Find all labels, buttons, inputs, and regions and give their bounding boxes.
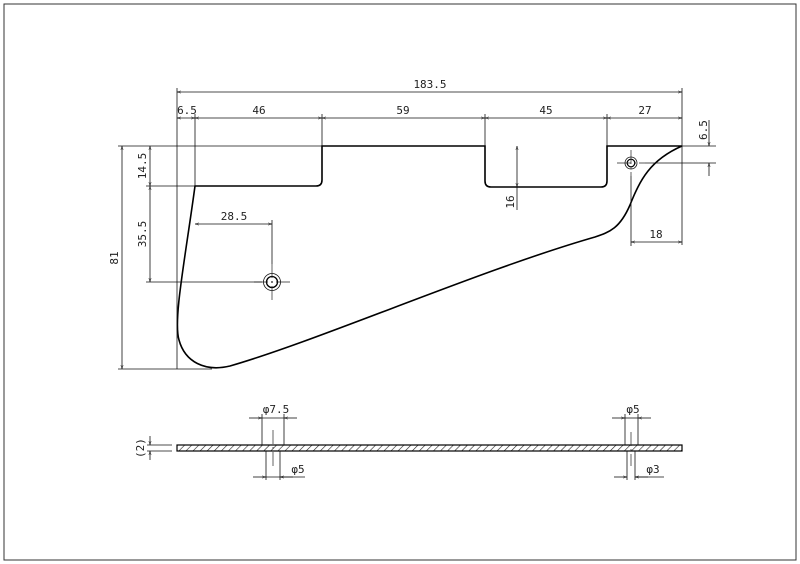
dim-right-hole: φ3 [646,463,659,476]
dim-segment-3: 59 [396,104,409,117]
dim-segment-5: 27 [638,104,651,117]
section-strip [176,444,683,452]
dim-left-hole-horizontal: 28.5 [221,210,248,223]
dim-segment-2: 46 [252,104,265,117]
top-dimensions: 183.5 6.5 46 59 45 27 [176,78,683,369]
right-mounting-hole [617,150,645,176]
dim-left-hole: φ5 [291,463,304,476]
dim-left-step-height: 14.5 [136,153,149,180]
dim-overall-height: 81 [108,251,121,264]
left-mounting-hole [254,264,290,300]
right-dimensions: 16 6.5 18 [504,120,716,246]
section-view: (2) φ7.5 φ5 φ5 φ3 [134,403,683,480]
dim-overall-width: 183.5 [413,78,446,91]
dim-thickness: (2) [134,438,147,458]
dim-notch-depth: 16 [504,195,517,208]
dim-left-hole-vertical: 35.5 [136,221,149,248]
left-dimensions: 81 14.5 35.5 28.5 [108,145,322,370]
dim-right-hole-horizontal: 18 [649,228,662,241]
pickguard-outline [176,145,683,369]
dim-left-counterbore: φ7.5 [263,403,290,416]
dim-segment-4: 45 [539,104,552,117]
dim-right-counterbore: φ5 [626,403,639,416]
drawing-frame [3,3,797,561]
dim-segment-1: 6.5 [177,104,197,117]
dim-right-hole-vertical: 6.5 [697,120,710,140]
